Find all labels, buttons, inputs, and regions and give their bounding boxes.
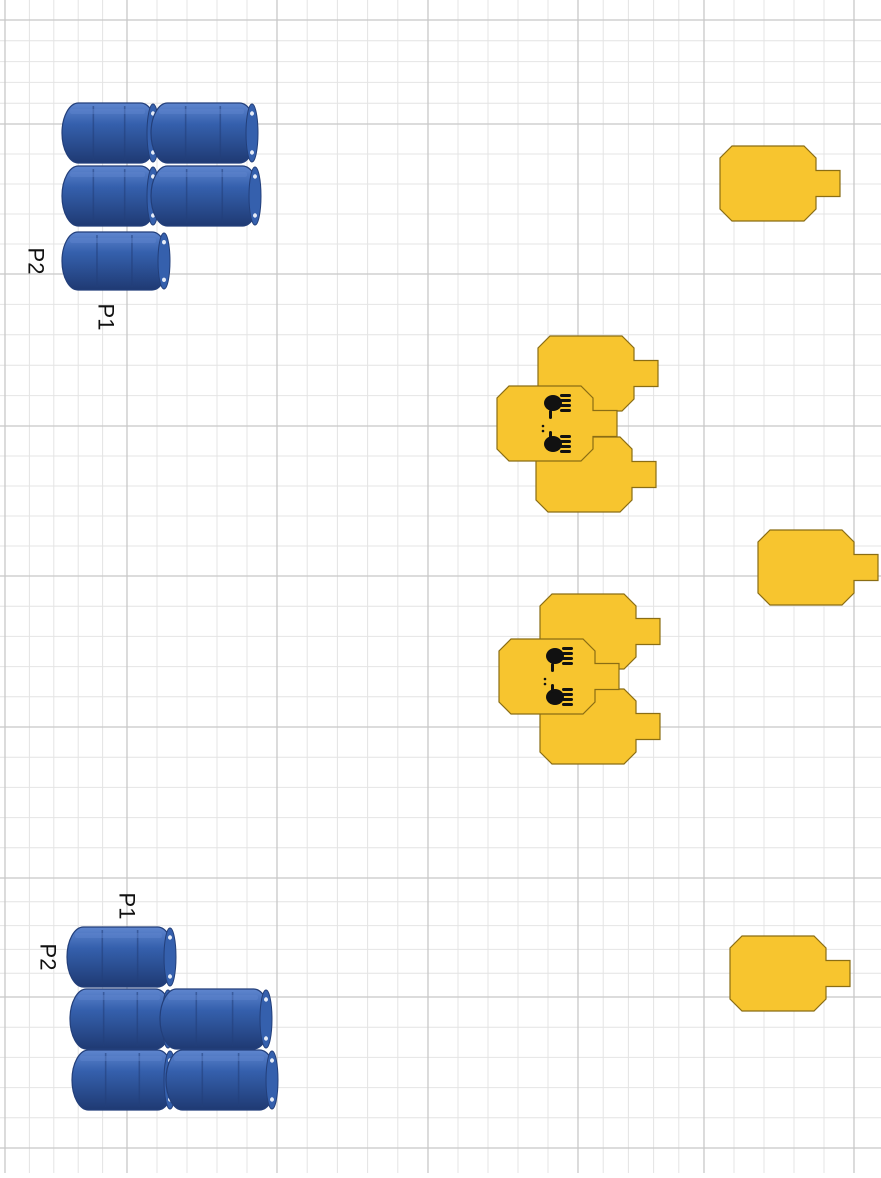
- label-bottom-p2: P2: [34, 944, 60, 971]
- barrel: [160, 989, 272, 1049]
- barrel: [166, 1050, 278, 1110]
- target-layer: [497, 146, 878, 1011]
- label-top-p1: P1: [92, 304, 118, 331]
- target-no-threat: [758, 530, 878, 605]
- barrel: [151, 166, 261, 226]
- barrel: [62, 166, 159, 226]
- barrel: [62, 103, 159, 163]
- target-no-threat: [730, 936, 850, 1011]
- label-top-p2: P2: [22, 248, 48, 275]
- barrel: [67, 927, 176, 987]
- barrel: [72, 1050, 176, 1110]
- barrel: [151, 103, 258, 163]
- label-bottom-p1: P1: [113, 893, 139, 920]
- barrel: [62, 232, 170, 290]
- barrel: [70, 989, 174, 1049]
- target-no-threat: [720, 146, 840, 221]
